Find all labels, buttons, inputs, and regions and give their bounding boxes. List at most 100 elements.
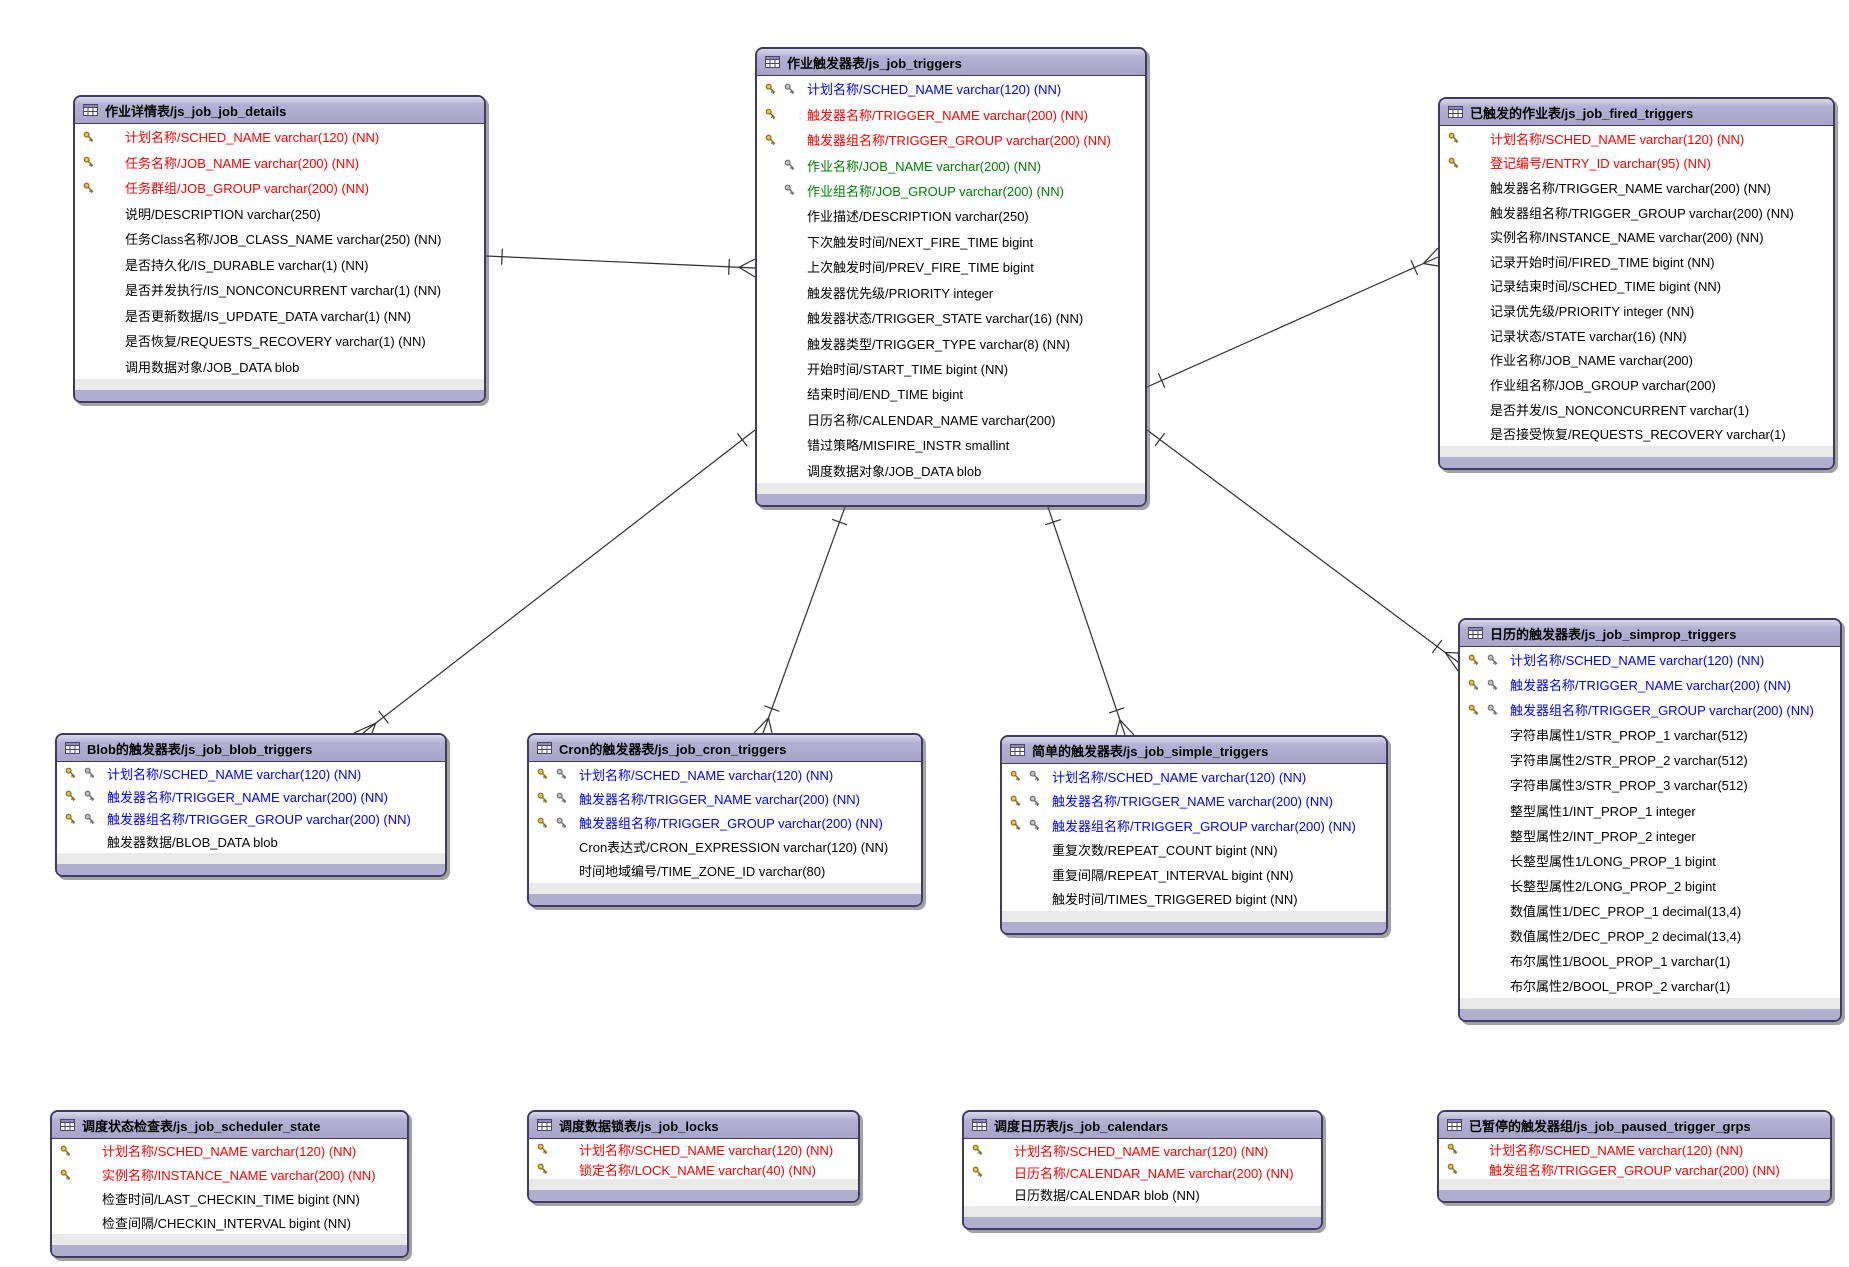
field-row[interactable]: 触发器名称/TRIGGER_NAME varchar(200) (NN) bbox=[529, 786, 921, 811]
field-row[interactable]: 触发器类型/TRIGGER_TYPE varchar(8) (NN) bbox=[757, 330, 1145, 356]
entity-header[interactable]: Blob的触发器表/js_job_blob_triggers bbox=[57, 735, 445, 762]
field-row[interactable]: 计划名称/SCHED_NAME varchar(120) (NN) bbox=[52, 1139, 407, 1163]
field-row[interactable]: 触发器名称/TRIGGER_NAME varchar(200) (NN) bbox=[1460, 672, 1840, 698]
field-row[interactable]: 计划名称/SCHED_NAME varchar(120) (NN) bbox=[57, 762, 445, 785]
field-row[interactable]: 重复间隔/REPEAT_INTERVAL bigint (NN) bbox=[1002, 862, 1386, 887]
field-row[interactable]: 计划名称/SCHED_NAME varchar(120) (NN) bbox=[1439, 1139, 1830, 1159]
field-row[interactable]: 调用数据对象/JOB_DATA blob bbox=[75, 353, 484, 379]
field-row[interactable]: 计划名称/SCHED_NAME varchar(120) (NN) bbox=[757, 76, 1145, 102]
field-row[interactable]: 日历名称/CALENDAR_NAME varchar(200) (NN) bbox=[964, 1161, 1321, 1184]
field-row[interactable]: 触发时间/TIMES_TRIGGERED bigint (NN) bbox=[1002, 886, 1386, 911]
field-row[interactable]: 字符串属性2/STR_PROP_2 varchar(512) bbox=[1460, 747, 1840, 773]
field-row[interactable]: 记录开始时间/FIRED_TIME bigint (NN) bbox=[1440, 249, 1833, 274]
field-row[interactable]: 调度数据对象/JOB_DATA blob bbox=[757, 457, 1145, 483]
field-row[interactable]: 触发器名称/TRIGGER_NAME varchar(200) (NN) bbox=[1002, 788, 1386, 813]
field-row[interactable]: 错过策略/MISFIRE_INSTR smallint bbox=[757, 432, 1145, 458]
field-row[interactable]: 触发器组名称/TRIGGER_GROUP varchar(200) (NN) bbox=[57, 807, 445, 831]
field-row[interactable]: 检查间隔/CHECKIN_INTERVAL bigint (NN) bbox=[52, 1210, 407, 1234]
field-row[interactable]: 触发器状态/TRIGGER_STATE varchar(16) (NN) bbox=[757, 304, 1145, 331]
field-row[interactable]: 记录结束时间/SCHED_TIME bigint (NN) bbox=[1440, 273, 1833, 299]
field-row[interactable]: 计划名称/SCHED_NAME varchar(120) (NN) bbox=[1460, 647, 1840, 673]
field-row[interactable]: 触发组名称/TRIGGER_GROUP varchar(200) (NN) bbox=[1439, 1159, 1830, 1179]
entity-header[interactable]: 已触发的作业表/js_job_fired_triggers bbox=[1440, 99, 1833, 126]
field-row[interactable]: 任务群组/JOB_GROUP varchar(200) (NN) bbox=[75, 175, 484, 201]
entity-header[interactable]: 调度状态检查表/js_job_scheduler_state bbox=[52, 1112, 407, 1139]
entity-header[interactable]: 调度日历表/js_job_calendars bbox=[964, 1112, 1321, 1139]
field-row[interactable]: 触发器优先级/PRIORITY integer bbox=[757, 279, 1145, 305]
field-row[interactable]: 触发器组名称/TRIGGER_GROUP varchar(200) (NN) bbox=[529, 810, 921, 835]
field-row[interactable]: 整型属性1/INT_PROP_1 integer bbox=[1460, 797, 1840, 823]
field-row[interactable]: 计划名称/SCHED_NAME varchar(120) (NN) bbox=[75, 124, 484, 150]
entity-header[interactable]: 已暂停的触发器组/js_job_paused_trigger_grps bbox=[1439, 1112, 1830, 1139]
entity-header[interactable]: 作业触发器表/js_job_triggers bbox=[757, 49, 1145, 76]
field-row[interactable]: 作业名称/JOB_NAME varchar(200) (NN) bbox=[757, 152, 1145, 178]
field-row[interactable]: 实例名称/INSTANCE_NAME varchar(200) (NN) bbox=[52, 1162, 407, 1187]
field-row[interactable]: 计划名称/SCHED_NAME varchar(120) (NN) bbox=[1002, 764, 1386, 789]
field-row[interactable]: 触发器组名称/TRIGGER_GROUP varchar(200) (NN) bbox=[1440, 199, 1833, 225]
field-row[interactable]: 计划名称/SCHED_NAME varchar(120) (NN) bbox=[529, 1139, 858, 1159]
field-row[interactable]: 日历数据/CALENDAR blob (NN) bbox=[964, 1183, 1321, 1206]
field-row[interactable]: 触发器名称/TRIGGER_NAME varchar(200) (NN) bbox=[1440, 175, 1833, 200]
field-row[interactable]: 下次触发时间/NEXT_FIRE_TIME bigint bbox=[757, 228, 1145, 255]
field-row[interactable]: 说明/DESCRIPTION varchar(250) bbox=[75, 200, 484, 226]
field-row[interactable]: 布尔属性2/BOOL_PROP_2 varchar(1) bbox=[1460, 973, 1840, 999]
field-row[interactable]: 长整型属性1/LONG_PROP_1 bigint bbox=[1460, 847, 1840, 873]
field-row[interactable]: 上次触发时间/PREV_FIRE_TIME bigint bbox=[757, 254, 1145, 280]
field-row[interactable]: 作业描述/DESCRIPTION varchar(250) bbox=[757, 203, 1145, 229]
field-row[interactable]: Cron表达式/CRON_EXPRESSION varchar(120) (NN… bbox=[529, 834, 921, 859]
field-row[interactable]: 数值属性1/DEC_PROP_1 decimal(13,4) bbox=[1460, 897, 1840, 923]
field-row[interactable]: 触发器名称/TRIGGER_NAME varchar(200) (NN) bbox=[757, 101, 1145, 127]
entity-header[interactable]: 日历的触发器表/js_job_simprop_triggers bbox=[1460, 620, 1840, 647]
field-row[interactable]: 是否持久化/IS_DURABLE varchar(1) (NN) bbox=[75, 251, 484, 277]
field-row[interactable]: 登记编号/ENTRY_ID varchar(95) (NN) bbox=[1440, 150, 1833, 176]
field-row[interactable]: 整型属性2/INT_PROP_2 integer bbox=[1460, 822, 1840, 848]
field-row[interactable]: 检查时间/LAST_CHECKIN_TIME bigint (NN) bbox=[52, 1186, 407, 1211]
field-row[interactable]: 任务名称/JOB_NAME varchar(200) (NN) bbox=[75, 149, 484, 175]
entity-header[interactable]: 简单的触发器表/js_job_simple_triggers bbox=[1002, 737, 1386, 764]
field-row[interactable]: 作业组名称/JOB_GROUP varchar(200) (NN) bbox=[757, 177, 1145, 204]
field-row[interactable]: 长整型属性2/LONG_PROP_2 bigint bbox=[1460, 872, 1840, 898]
field-row[interactable]: 日历名称/CALENDAR_NAME varchar(200) bbox=[757, 406, 1145, 433]
field-row[interactable]: 字符串属性3/STR_PROP_3 varchar(512) bbox=[1460, 772, 1840, 798]
field-row[interactable]: 是否并发/IS_NONCONCURRENT varchar(1) bbox=[1440, 396, 1833, 422]
field-row[interactable]: 锁定名称/LOCK_NAME varchar(40) (NN) bbox=[529, 1159, 858, 1179]
field-row[interactable]: 结束时间/END_TIME bigint bbox=[757, 381, 1145, 407]
entity-header[interactable]: 调度数据锁表/js_job_locks bbox=[529, 1112, 858, 1139]
field-row[interactable]: 时间地域编号/TIME_ZONE_ID varchar(80) bbox=[529, 858, 921, 884]
field-row[interactable]: 计划名称/SCHED_NAME varchar(120) (NN) bbox=[529, 762, 921, 787]
field-row[interactable]: 记录优先级/PRIORITY integer (NN) bbox=[1440, 298, 1833, 323]
field-row[interactable]: 是否接受恢复/REQUESTS_RECOVERY varchar(1) bbox=[1440, 421, 1833, 446]
field-row[interactable]: 计划名称/SCHED_NAME varchar(120) (NN) bbox=[964, 1139, 1321, 1162]
field-row[interactable]: 是否更新数据/IS_UPDATE_DATA varchar(1) (NN) bbox=[75, 302, 484, 328]
entity-header[interactable]: Cron的触发器表/js_job_cron_triggers bbox=[529, 735, 921, 762]
field-row[interactable]: 开始时间/START_TIME bigint (NN) bbox=[757, 355, 1145, 382]
field-row[interactable]: 布尔属性1/BOOL_PROP_1 varchar(1) bbox=[1460, 947, 1840, 974]
field-row[interactable]: 触发器数据/BLOB_DATA blob bbox=[57, 830, 445, 853]
field-row[interactable]: 触发器组名称/TRIGGER_GROUP varchar(200) (NN) bbox=[1460, 697, 1840, 723]
field-row[interactable]: 作业名称/JOB_NAME varchar(200) bbox=[1440, 347, 1833, 373]
field-row[interactable]: 触发器组名称/TRIGGER_GROUP varchar(200) (NN) bbox=[1002, 813, 1386, 838]
entity-header[interactable]: 作业详情表/js_job_job_details bbox=[75, 97, 484, 124]
field-row[interactable]: 计划名称/SCHED_NAME varchar(120) (NN) bbox=[1440, 126, 1833, 151]
field-row[interactable]: 实例名称/INSTANCE_NAME varchar(200) (NN) bbox=[1440, 224, 1833, 250]
field-row[interactable]: 记录状态/STATE varchar(16) (NN) bbox=[1440, 322, 1833, 348]
field-row[interactable]: 是否恢复/REQUESTS_RECOVERY varchar(1) (NN) bbox=[75, 328, 484, 354]
field-row[interactable]: 是否并发执行/IS_NONCONCURRENT varchar(1) (NN) bbox=[75, 277, 484, 303]
field-row[interactable]: 数值属性2/DEC_PROP_2 decimal(13,4) bbox=[1460, 922, 1840, 948]
field-row[interactable]: 作业组名称/JOB_GROUP varchar(200) bbox=[1440, 372, 1833, 397]
field-row[interactable]: 任务Class名称/JOB_CLASS_NAME varchar(250) (N… bbox=[75, 226, 484, 252]
field-row[interactable]: 字符串属性1/STR_PROP_1 varchar(512) bbox=[1460, 722, 1840, 748]
field-row[interactable]: 重复次数/REPEAT_COUNT bigint (NN) bbox=[1002, 837, 1386, 862]
field-row[interactable]: 触发器名称/TRIGGER_NAME varchar(200) (NN) bbox=[57, 784, 445, 808]
